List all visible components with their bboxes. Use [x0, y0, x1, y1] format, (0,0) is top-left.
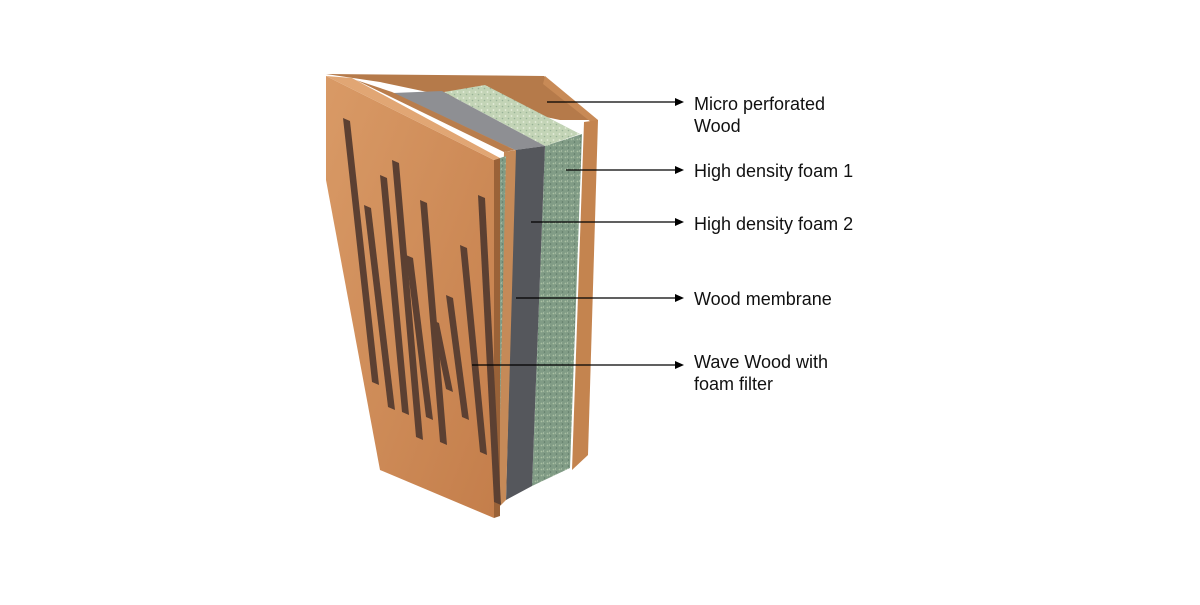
slot-5 — [406, 255, 433, 420]
arrow-micro-perforated-wood-head — [675, 98, 684, 106]
arrow-high-density-foam-2-head — [675, 218, 684, 226]
foam-1-top — [444, 85, 580, 146]
label-micro-perforated-wood: Micro perforated Wood — [694, 94, 826, 136]
foam-2-top — [393, 91, 545, 150]
slot-2 — [364, 205, 395, 410]
slot-1 — [343, 118, 379, 385]
high-density-foam-2 — [506, 146, 545, 500]
label-wave-wood-foam-filter: Wave Wood with foam filter — [694, 352, 829, 394]
arrow-wave-wood-head — [675, 361, 684, 369]
slot-4 — [392, 160, 423, 440]
wood-membrane — [496, 150, 516, 510]
wave-wood-slots — [343, 118, 501, 505]
leader-arrows — [472, 98, 684, 369]
slot-7 — [432, 320, 453, 392]
arrow-high-density-foam-1-head — [675, 166, 684, 174]
inner-wood-sheet — [356, 80, 515, 152]
label-high-density-foam-1: High density foam 1 — [694, 161, 854, 181]
slot-10 — [478, 195, 501, 505]
micro-perforated-wood-panel — [572, 120, 598, 470]
arrow-wood-membrane-head — [675, 294, 684, 302]
slot-9 — [460, 245, 487, 455]
label-high-density-foam-2: High density foam 2 — [694, 214, 854, 234]
label-wood-membrane: Wood membrane — [694, 289, 832, 309]
slot-3 — [380, 175, 409, 415]
slot-8 — [446, 295, 469, 420]
